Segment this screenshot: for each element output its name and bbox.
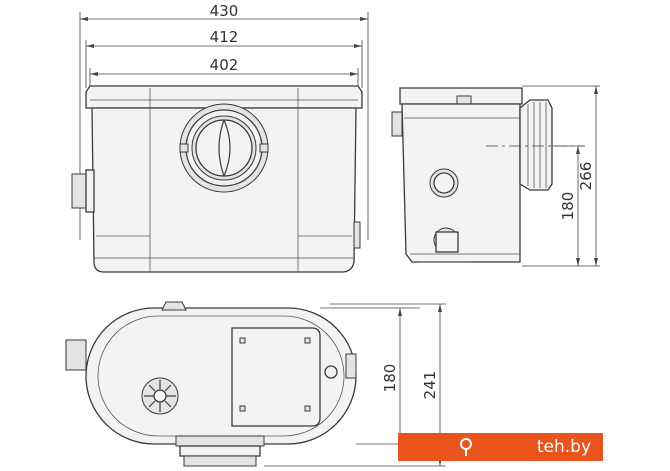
front-view: 430 412 402 bbox=[71, 2, 369, 273]
top-bellows-outlet bbox=[175, 435, 265, 467]
dimension-label-412: 412 bbox=[210, 28, 239, 46]
dimension-label-402: 402 bbox=[210, 56, 239, 74]
dimension-label-266: 266 bbox=[577, 162, 595, 191]
top-view: 180 241 bbox=[65, 301, 446, 467]
dimension-label-180-top: 180 bbox=[381, 364, 399, 393]
side-housing bbox=[401, 103, 521, 263]
dimension-label-430: 430 bbox=[210, 2, 239, 20]
top-lid-plate bbox=[231, 327, 338, 427]
dimension-label-241: 241 bbox=[421, 371, 439, 400]
dimension-label-180-side: 180 bbox=[559, 192, 577, 221]
top-left-inlet bbox=[65, 339, 87, 371]
side-bellows-outlet bbox=[486, 99, 585, 191]
side-view: 180 266 bbox=[391, 85, 600, 267]
front-main-inlet bbox=[179, 103, 269, 193]
front-lid bbox=[85, 85, 363, 109]
top-vent bbox=[141, 377, 179, 415]
watermark-text: teh.by bbox=[536, 437, 591, 457]
watermark-badge: teh.by bbox=[398, 433, 603, 461]
pin-icon bbox=[460, 438, 472, 456]
